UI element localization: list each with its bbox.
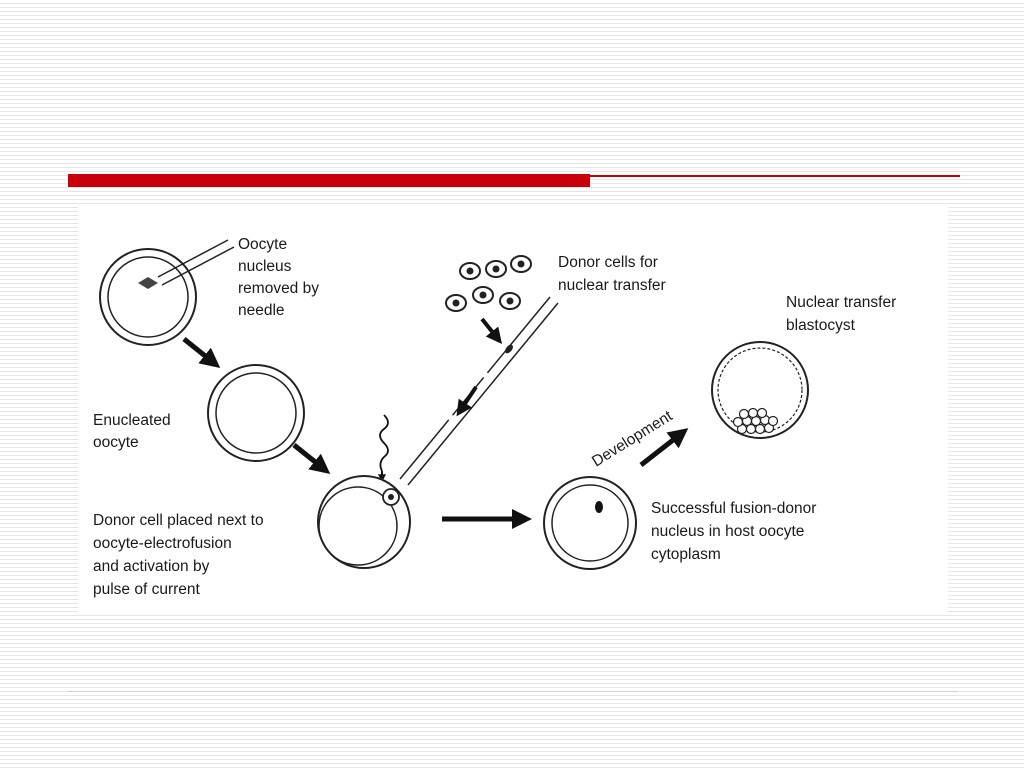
oocyte-with-needle <box>99 239 235 346</box>
blastocyst <box>711 341 809 439</box>
label-blastocyst-2: blastocyst <box>786 317 856 334</box>
label-development: Development <box>589 407 676 470</box>
arrow-development <box>639 428 689 467</box>
fused-oocyte <box>543 476 637 570</box>
label-donor-cells-2: nuclear transfer <box>558 277 666 294</box>
enucleated-oocyte <box>207 364 305 462</box>
title-accent-bar <box>68 174 590 187</box>
oocyte-with-donor-cell <box>317 475 411 569</box>
arrow-needle-to-oocyte <box>456 385 478 417</box>
label-donor-placed-3: and activation by <box>93 558 210 575</box>
footer-divider <box>68 691 958 692</box>
needle <box>157 239 229 278</box>
label-blastocyst-1: Nuclear transfer <box>786 294 896 311</box>
transfer-needle <box>399 296 559 486</box>
arrow-to-enucleated <box>182 337 221 368</box>
label-oocyte-nucleus-3: removed by <box>238 280 319 297</box>
label-fusion-3: cytoplasm <box>651 546 721 563</box>
label-oocyte-nucleus-4: needle <box>238 302 285 319</box>
nuclear-transfer-diagram: Oocyte nucleus removed by needle Enuclea… <box>78 207 948 615</box>
donor-cells <box>445 255 532 312</box>
title-accent-line <box>590 175 960 177</box>
label-donor-cells-1: Donor cells for <box>558 254 658 271</box>
label-donor-placed-4: pulse of current <box>93 581 201 598</box>
label-donor-placed-1: Donor cell placed next to <box>93 512 264 529</box>
donor-nucleus <box>595 501 603 513</box>
oocyte-nucleus <box>138 277 158 289</box>
label-enucleated-1: Enucleated <box>93 412 171 429</box>
label-enucleated-2: oocyte <box>93 434 139 451</box>
arrow-donor-to-needle <box>480 317 502 344</box>
pulse-wave-icon <box>379 414 389 472</box>
label-fusion-1: Successful fusion-donor <box>651 500 816 517</box>
label-fusion-2: nucleus in host oocyte <box>651 523 804 540</box>
label-oocyte-nucleus-2: nucleus <box>238 258 292 275</box>
label-oocyte-nucleus-1: Oocyte <box>238 236 287 253</box>
arrow-to-fusion-oocyte <box>292 443 331 474</box>
diagram-svg: Oocyte nucleus removed by needle Enuclea… <box>93 236 896 598</box>
label-donor-placed-2: oocyte-electrofusion <box>93 535 232 552</box>
